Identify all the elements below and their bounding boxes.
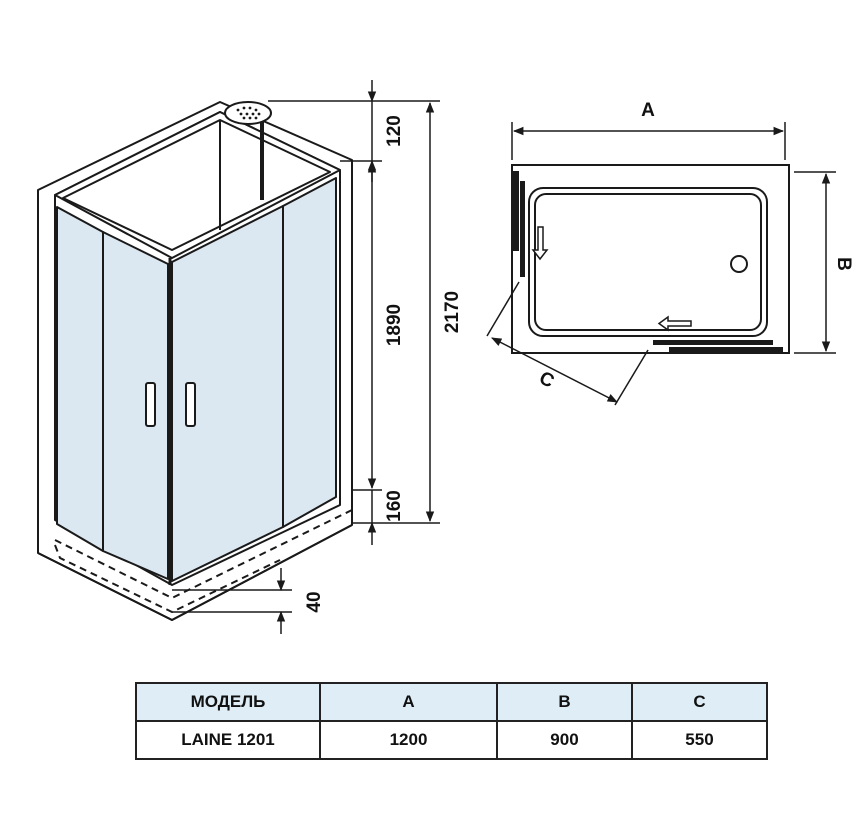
spec-table-header-row: МОДЕЛЬ A B C bbox=[135, 682, 769, 722]
header-model: МОДЕЛЬ bbox=[135, 682, 321, 722]
dim-label-40: 40 bbox=[304, 591, 325, 612]
dim-line-c bbox=[491, 337, 618, 403]
cabin-top-rim bbox=[54, 111, 341, 259]
slide-arrow-left-icon bbox=[657, 315, 692, 332]
cell-model: LAINE 1201 bbox=[135, 720, 321, 760]
fixed-glass-left bbox=[511, 171, 519, 251]
left-glass-panel-outer bbox=[56, 206, 104, 552]
cabin-base-front bbox=[37, 524, 353, 621]
left-glass-door bbox=[102, 231, 169, 580]
tray-basin-outer bbox=[528, 187, 768, 337]
tray-dashed-outline-lower bbox=[54, 544, 281, 613]
dim-label-160: 160 bbox=[384, 490, 405, 522]
top-view-dimensions bbox=[486, 122, 836, 406]
sliding-door-bottom bbox=[653, 340, 773, 345]
tray-dashed-outline bbox=[54, 509, 353, 599]
dim-label-a: A bbox=[641, 100, 655, 121]
shower-cabin-isometric bbox=[37, 101, 353, 621]
dim-label-1890: 1890 bbox=[384, 304, 405, 346]
header-b: B bbox=[496, 682, 633, 722]
sliding-door-left bbox=[520, 181, 525, 277]
dim-label-b: B bbox=[833, 257, 854, 271]
drain-icon bbox=[730, 255, 748, 273]
right-glass-panel-outer bbox=[282, 177, 337, 528]
tray-basin-inner bbox=[534, 193, 762, 331]
dim-label-2170: 2170 bbox=[442, 291, 463, 333]
tray-outer bbox=[511, 164, 790, 354]
right-door-handle bbox=[185, 382, 196, 427]
dim-label-c: C bbox=[536, 368, 558, 393]
front-dimension-labels: 120 1890 2170 160 40 bbox=[304, 115, 463, 612]
fixed-glass-bottom bbox=[669, 347, 783, 354]
slide-arrow-down-icon bbox=[531, 226, 549, 261]
front-dimensions bbox=[172, 80, 440, 634]
dim-label-120: 120 bbox=[384, 115, 405, 147]
header-c: C bbox=[630, 682, 769, 722]
cabin-top-inner bbox=[62, 119, 331, 251]
left-door-handle bbox=[145, 382, 156, 427]
shower-tray-top-view bbox=[511, 164, 790, 354]
cell-a: 1200 bbox=[319, 720, 498, 760]
shower-head-holes bbox=[236, 106, 261, 120]
cell-c: 550 bbox=[630, 720, 769, 760]
technical-drawing: 120 1890 2170 160 40 A B bbox=[37, 80, 854, 634]
table-row: LAINE 1201 1200 900 550 bbox=[135, 720, 769, 760]
spec-table: МОДЕЛЬ A B C LAINE 1201 1200 900 550 bbox=[135, 682, 769, 760]
shower-head-icon bbox=[224, 101, 272, 125]
cell-b: 900 bbox=[496, 720, 633, 760]
header-a: A bbox=[319, 682, 498, 722]
